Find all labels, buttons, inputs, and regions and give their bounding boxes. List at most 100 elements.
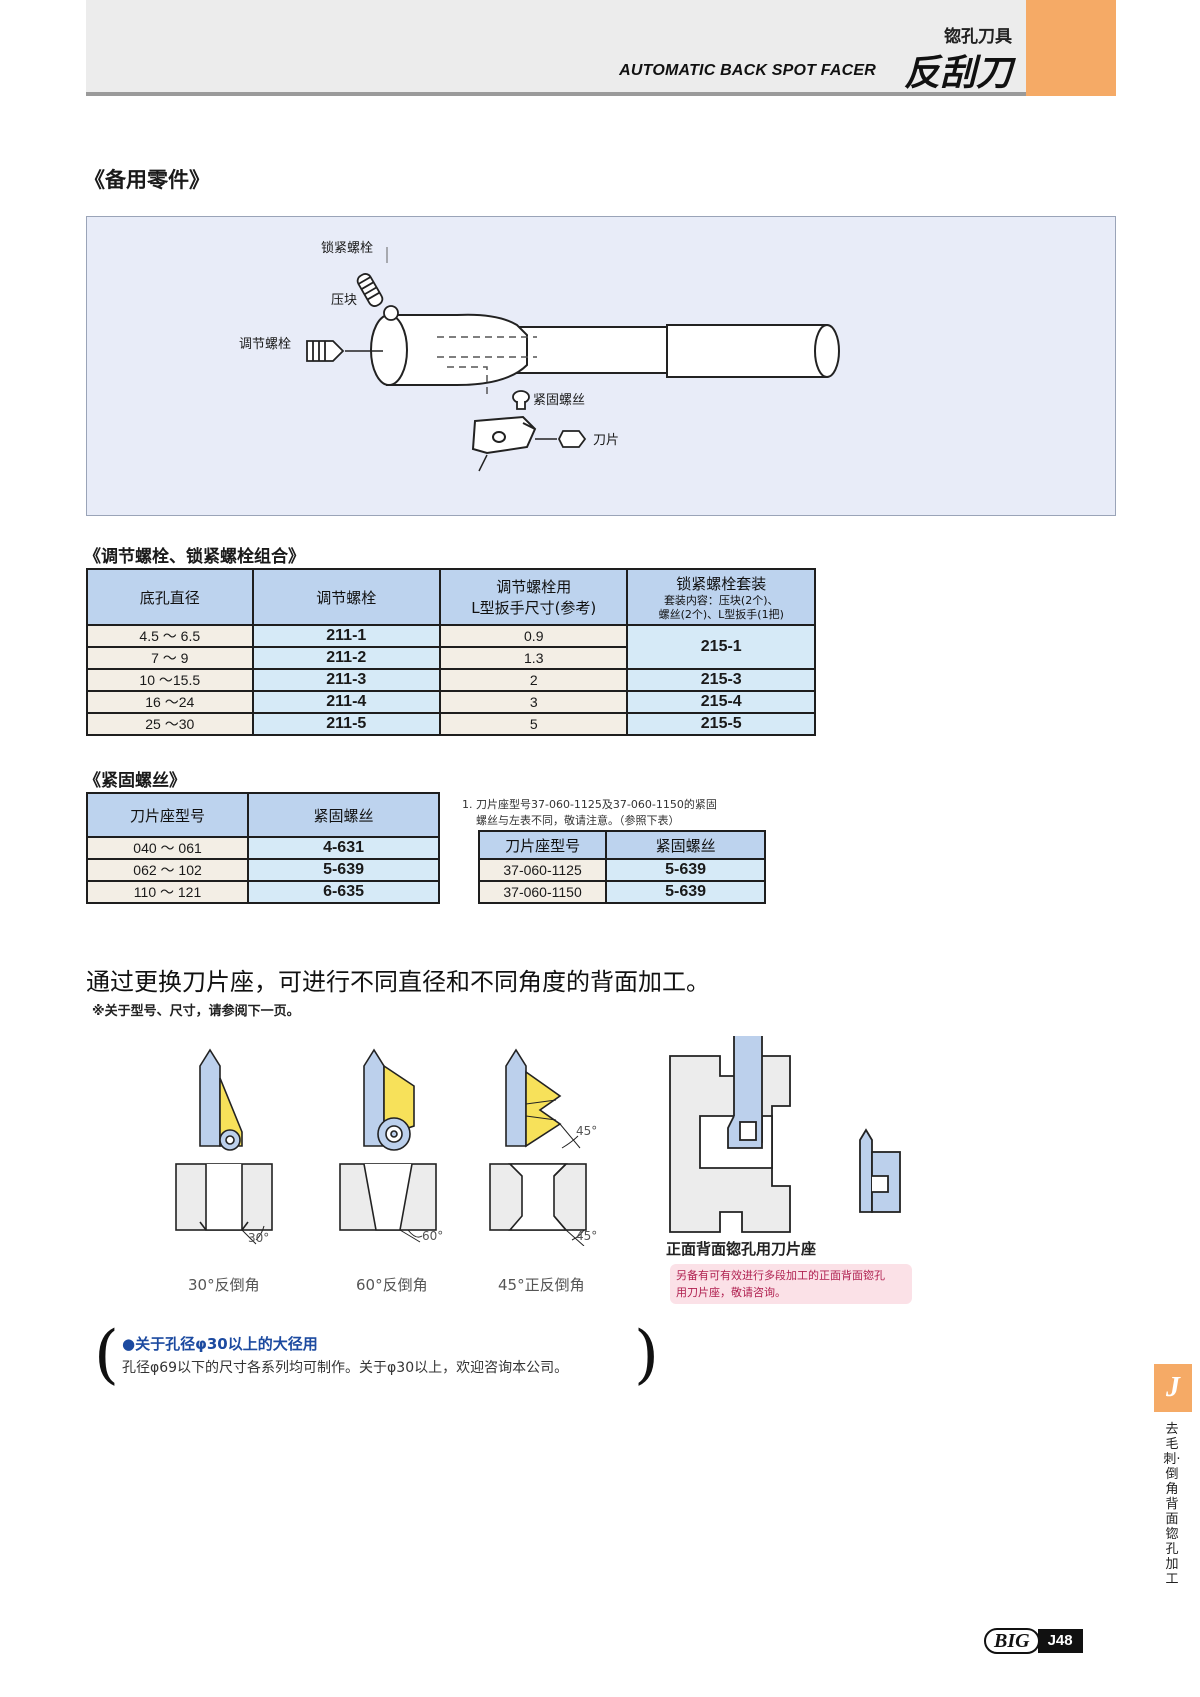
header-title-en: AUTOMATIC BACK SPOT FACER xyxy=(619,62,876,79)
front-back-seat-drawing xyxy=(669,1036,901,1233)
table-row: 16 ～24 211-4 3 215-4 xyxy=(86,690,816,714)
screw-cell: 5-639 xyxy=(605,880,766,904)
table-row: 10 ～15.5 211-3 2 215-3 xyxy=(86,668,816,692)
table-row: 110 ～ 121 6-635 xyxy=(85,880,440,904)
header-lock-kit-note2: 螺丝(2个)、L型扳手(1把) xyxy=(658,607,784,621)
seat-cell: 110 ～ 121 xyxy=(85,880,250,904)
left-bracket: ( xyxy=(94,1318,119,1392)
header-seat-model: 刀片座型号 xyxy=(85,792,250,838)
machining-sub-caption: ※关于型号、尺寸，请参阅下一页。 xyxy=(92,1004,300,1019)
tool-back-face xyxy=(814,324,840,378)
set-screw-icon xyxy=(512,390,530,410)
exception-note: 1. 刀片座型号37-060-1125及37-060-1150的紧固 螺丝与左表… xyxy=(462,797,762,829)
bolt-table-title: 《调节螺栓、锁紧螺栓组合》 xyxy=(84,547,305,567)
header-wrench: 调节螺栓用 L型扳手尺寸(参考) xyxy=(439,568,629,626)
angle-mark-45-top: 45° xyxy=(576,1124,598,1138)
large-diameter-head: ●关于孔径φ30以上的大径用 xyxy=(122,1335,318,1353)
screw-cell: 5-639 xyxy=(247,858,440,882)
table-row: 062 ～ 102 5-639 xyxy=(85,858,440,882)
seat-60-drawing xyxy=(339,1048,437,1243)
table-row: 37-060-1150 5-639 xyxy=(477,880,766,904)
seat-note-line2: 用刀片座，敬请咨询。 xyxy=(676,1286,786,1299)
exception-screw-table: 刀片座型号 紧固螺丝 37-060-1125 5-639 37-060-1150… xyxy=(477,830,766,904)
tool-assembly-drawing xyxy=(306,247,840,472)
kit-cell: 215-5 xyxy=(626,712,816,736)
seat-cell: 040 ～ 061 xyxy=(85,836,250,860)
tool-front-face xyxy=(370,314,408,386)
bolt-cell: 211-1 xyxy=(251,624,442,648)
bore-cell: 16 ～24 xyxy=(86,690,254,714)
chamfer-drawings xyxy=(175,1036,901,1246)
seat-30-drawing xyxy=(175,1048,273,1245)
header-accent-block xyxy=(1026,0,1116,96)
bore-cell: 4.5 ～ 6.5 xyxy=(86,624,254,648)
kit-cell: 215-3 xyxy=(626,668,816,692)
wrench-cell: 0.9 xyxy=(439,624,629,648)
header-set-screw: 紧固螺丝 xyxy=(247,792,440,838)
large-diameter-text: 孔径φ69以下的尺寸各系列均可制作。关于φ30以上，欢迎咨询本公司。 xyxy=(122,1360,569,1376)
bore-cell: 25 ～30 xyxy=(86,712,254,736)
header-bore: 底孔直径 xyxy=(86,568,254,626)
seat-45-drawing xyxy=(489,1048,587,1246)
exception-note-line2: 螺丝与左表不同，敬请注意。（参照下表） xyxy=(476,814,680,827)
kit-cell: 215-1 xyxy=(626,624,816,670)
right-bracket: ) xyxy=(634,1318,659,1392)
table-row: 040 ～ 061 4-631 xyxy=(85,836,440,860)
blade-icon xyxy=(557,430,587,448)
bolt-cell: 211-3 xyxy=(251,668,442,692)
lock-bolt-icon xyxy=(356,273,384,307)
tool-shank-end xyxy=(666,324,838,378)
header-category: 锪孔刀具 xyxy=(944,27,1012,47)
wrench-cell: 2 xyxy=(439,668,629,692)
header-adjust-bolt: 调节螺栓 xyxy=(251,568,442,626)
table-row: 25 ～30 211-5 5 215-5 xyxy=(86,712,816,736)
header-lock-kit: 锁紧螺栓套装 套装内容：压块(2个)、 螺丝(2个)、L型扳手(1把) xyxy=(626,568,816,626)
header-title-zh: 反刮刀 xyxy=(903,53,1012,94)
label-set-screw: 紧固螺丝 xyxy=(533,393,586,408)
angle-mark-30: 30° xyxy=(248,1231,270,1245)
wrench-cell: 5 xyxy=(439,712,629,736)
set-screw-table: 刀片座型号 紧固螺丝 040 ～ 061 4-631 062 ～ 102 5-6… xyxy=(85,792,440,904)
bolt-combination-table: 底孔直径 调节螺栓 调节螺栓用 L型扳手尺寸(参考) 锁紧螺栓套装 套装内容：压… xyxy=(86,568,816,736)
page-number: J48 xyxy=(1037,1629,1083,1653)
table-row: 37-060-1125 5-639 xyxy=(477,858,766,882)
header-wrench-line1: 调节螺栓用 xyxy=(496,578,572,596)
press-block-icon xyxy=(383,305,399,321)
seat-title: 正面背面锪孔用刀片座 xyxy=(666,1240,817,1258)
spare-parts-diagram: 锁紧螺栓 压块 调节螺栓 紧固螺丝 刀片 xyxy=(86,216,1116,516)
bore-cell: 7 ～ 9 xyxy=(86,646,254,670)
angle-mark-45-bottom: 45° xyxy=(576,1229,598,1243)
screw-cell: 4-631 xyxy=(247,836,440,860)
header-set-screw: 紧固螺丝 xyxy=(605,830,766,860)
label-front-45: 45°正反倒角 xyxy=(498,1276,585,1294)
label-lock-bolt: 锁紧螺栓 xyxy=(321,241,374,256)
bolt-cell: 211-2 xyxy=(251,646,442,670)
screw-cell: 6-635 xyxy=(247,880,440,904)
screw-cell: 5-639 xyxy=(605,858,766,882)
brand-logo: BIG xyxy=(984,1628,1040,1654)
label-back-30: 30°反倒角 xyxy=(188,1276,260,1294)
angle-mark-60: 60° xyxy=(422,1229,444,1243)
bore-cell: 10 ～15.5 xyxy=(86,668,254,692)
spare-parts-title: 《备用零件》 xyxy=(84,168,210,192)
label-back-60: 60°反倒角 xyxy=(356,1276,428,1294)
wrench-cell: 3 xyxy=(439,690,629,714)
page-header: 锪孔刀具 AUTOMATIC BACK SPOT FACER 反刮刀 xyxy=(86,0,1026,96)
bolt-cell: 211-4 xyxy=(251,690,442,714)
seat-note-line1: 另备有可有效进行多段加工的正面背面锪孔 xyxy=(676,1269,885,1282)
blade-seat-icon xyxy=(471,415,537,455)
screw-table-title: 《紧固螺丝》 xyxy=(84,771,186,791)
bolt-cell: 211-5 xyxy=(251,712,442,736)
seat-cell: 062 ～ 102 xyxy=(85,858,250,882)
seat-cell: 37-060-1150 xyxy=(477,880,608,904)
seat-note: 另备有可有效进行多段加工的正面背面锪孔 用刀片座，敬请咨询。 xyxy=(670,1264,912,1304)
exception-note-line1: 1. 刀片座型号37-060-1125及37-060-1150的紧固 xyxy=(462,798,717,811)
wrench-cell: 1.3 xyxy=(439,646,629,670)
kit-cell: 215-4 xyxy=(626,690,816,714)
table-row: 7 ～ 9 211-2 1.3 xyxy=(86,646,815,670)
adjust-bolt-icon xyxy=(306,340,345,362)
header-wrench-line2: L型扳手尺寸(参考) xyxy=(471,599,597,617)
header-lock-kit-title: 锁紧螺栓套装 xyxy=(676,574,767,593)
section-tab[interactable]: J xyxy=(1154,1364,1192,1412)
